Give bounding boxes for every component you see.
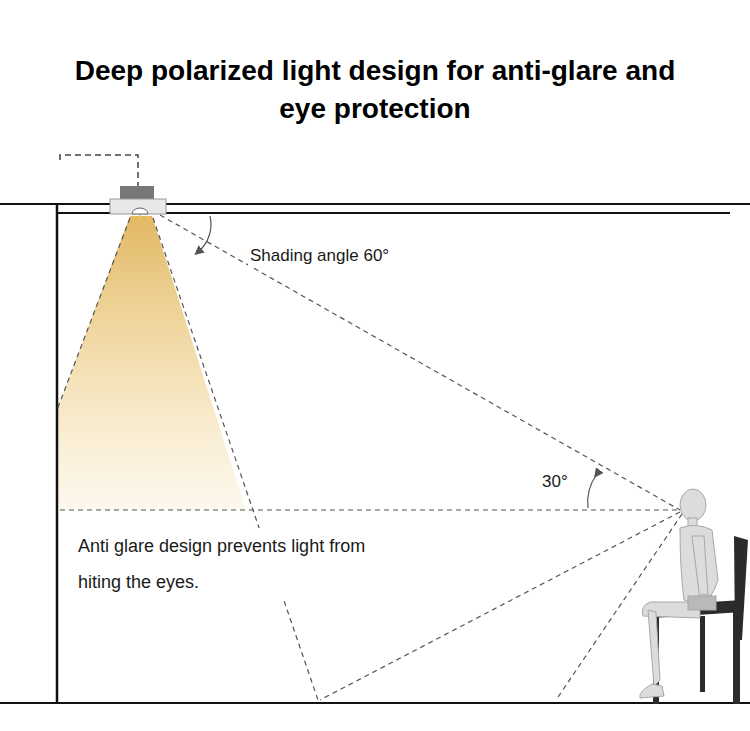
floor-line — [0, 702, 750, 704]
lamp-bulb — [132, 208, 148, 214]
view-angle-arc — [588, 474, 597, 508]
light-beam — [57, 216, 246, 510]
chair — [648, 536, 748, 704]
angle-label: 30° — [540, 471, 570, 493]
lamp-rays — [129, 215, 151, 222]
shading-angle-arc — [198, 216, 211, 252]
mount-bracket — [60, 155, 138, 186]
note-text: Anti glare design prevents light from hi… — [76, 528, 370, 600]
lamp-trim — [110, 199, 166, 214]
lamp-body — [120, 186, 154, 200]
wall-line — [56, 204, 59, 703]
sight-lines — [57, 215, 682, 700]
diagram-title: Deep polarized light design for anti-gla… — [55, 52, 695, 128]
seated-person — [640, 489, 718, 698]
angle-label: Shading angle 60° — [248, 245, 391, 267]
